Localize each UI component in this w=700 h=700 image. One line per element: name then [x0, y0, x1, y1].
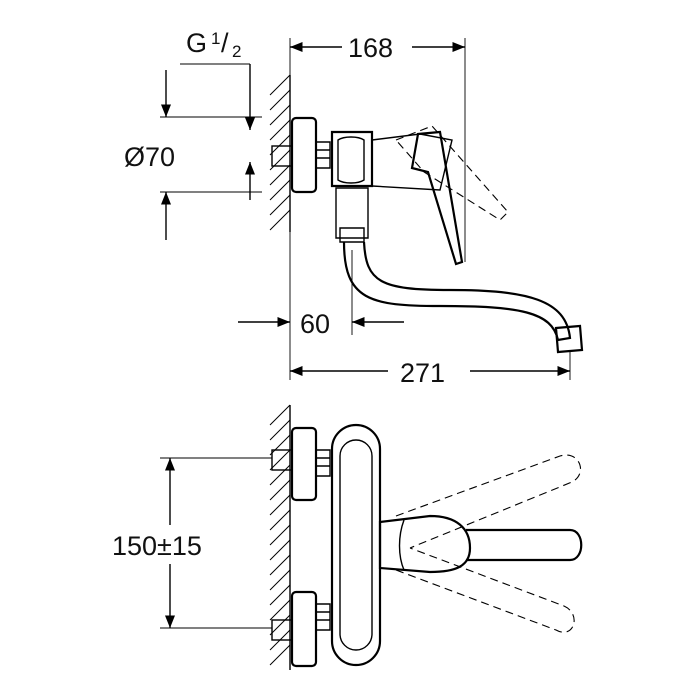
lever-front: [378, 514, 472, 574]
spout-offset-label: 60: [300, 309, 330, 339]
spacing-label: 150±15: [112, 531, 202, 561]
lever-handle: [410, 130, 464, 266]
reach-label: 271: [400, 358, 445, 388]
spout-tube: [342, 241, 572, 342]
valve-body-inner: [337, 136, 365, 184]
width-label: 168: [348, 33, 393, 63]
spout-neck: [335, 187, 369, 239]
lower-rosette: [290, 590, 318, 668]
side-view: G 1 / 2 Ø70 1: [124, 28, 584, 388]
wall-rosette: [290, 116, 318, 194]
upper-union-nut: [315, 449, 331, 477]
lever-front-handle: [466, 528, 583, 562]
wall-hatching-top: [269, 74, 291, 232]
svg-text:2: 2: [232, 42, 241, 61]
lever-alt-position: [395, 125, 509, 221]
wall-hatching-bottom: [269, 404, 291, 670]
lever-front-hub: [398, 519, 405, 571]
lever-alt-position-up: [395, 454, 581, 549]
union-nut: [315, 141, 331, 169]
front-view: 150±15: [112, 404, 583, 670]
svg-text:1: 1: [211, 29, 220, 48]
thread-pipe: [271, 145, 293, 167]
spout-outlet: [554, 324, 584, 354]
valve-body-front: [330, 423, 382, 667]
svg-text:/: /: [221, 28, 229, 58]
svg-text:G: G: [186, 28, 207, 58]
upper-thread-pipe: [271, 449, 293, 471]
thread-size-label: G 1 / 2: [186, 28, 241, 61]
valve-shoulder: [371, 133, 453, 191]
lower-union-nut: [315, 603, 331, 631]
diameter-label: Ø70: [124, 142, 175, 172]
valve-body-front-inner: [339, 439, 373, 651]
lever-alt-position-down: [395, 547, 575, 633]
upper-rosette: [290, 426, 318, 502]
spout-neck-ring: [339, 227, 365, 243]
